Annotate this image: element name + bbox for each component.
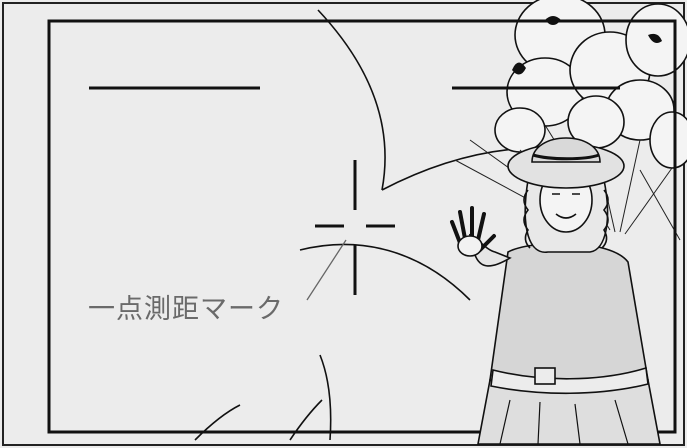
balloon — [494, 107, 546, 153]
hat-crown — [531, 137, 601, 163]
background-arc — [317, 9, 386, 191]
belt-buckle — [534, 367, 556, 385]
balloon-pattern — [512, 62, 526, 75]
spot-metering-label: 一点測距マーク — [88, 294, 284, 325]
smile — [555, 213, 577, 219]
label-leader-line — [306, 239, 347, 301]
background-arc — [194, 404, 241, 441]
skirt-folds — [499, 399, 629, 445]
palm — [457, 235, 483, 257]
waving-hand — [450, 206, 496, 252]
woman-figure — [450, 137, 661, 445]
string — [619, 139, 641, 233]
balloon — [649, 111, 687, 169]
string — [624, 167, 673, 235]
background-arc — [299, 243, 471, 301]
hat-band — [532, 153, 600, 161]
viewfinder-frame — [47, 19, 677, 434]
balloon-cluster — [494, 0, 687, 169]
background-arc — [289, 399, 323, 441]
dress — [489, 242, 649, 390]
string — [639, 169, 681, 241]
hair-curls — [523, 189, 609, 249]
spot-focus-crosshair — [315, 160, 395, 295]
background-arc — [319, 354, 332, 441]
balloon-pattern — [648, 33, 662, 43]
